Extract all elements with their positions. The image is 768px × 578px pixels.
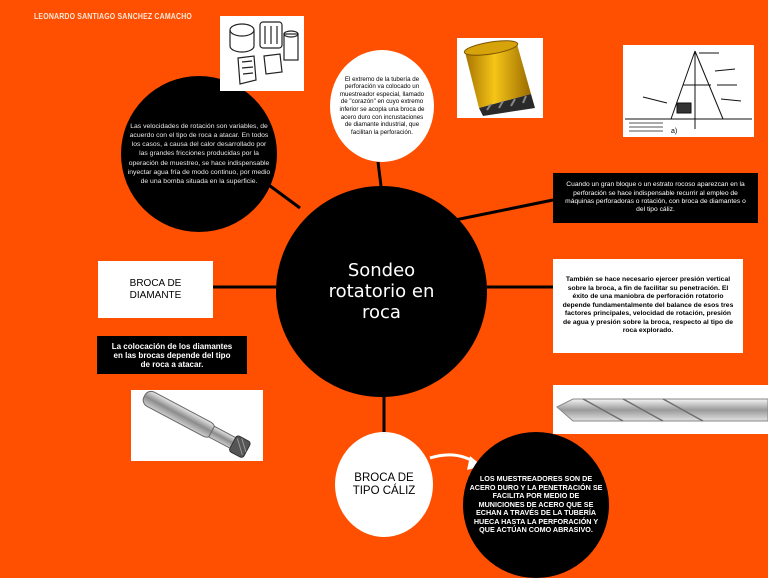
diamond-note: La colocación de los diamantes en las br… — [111, 342, 233, 369]
caliz-bit-node: BROCA DE TIPO CÁLIZ — [335, 432, 433, 537]
block-text: Cuando un gran bloque o un estrato rocos… — [561, 181, 750, 215]
block-note-box: Cuando un gran bloque o un estrato rocos… — [553, 173, 758, 223]
diamond-note-box: La colocación de los diamantes en las br… — [97, 336, 247, 374]
diamond-bit-label: BROCA DE DIAMANTE — [121, 278, 191, 302]
core-node: El extremo de la tubería de perforación … — [330, 50, 434, 162]
twist-drill-image — [553, 385, 768, 434]
caliz-note-text: LOS MUESTREADORES SON DE ACERO DURO Y LA… — [469, 475, 603, 535]
velocity-text: Las velocidades de rotación son variable… — [127, 122, 271, 186]
link-core — [378, 162, 381, 186]
diamond-bit-label-box: BROCA DE DIAMANTE — [98, 261, 213, 318]
link-block — [455, 200, 553, 220]
caliz-note-node: LOS MUESTREADORES SON DE ACERO DURO Y LA… — [463, 432, 609, 578]
core-text: El extremo de la tubería de perforación … — [338, 76, 426, 137]
central-topic-node: Sondeo rotatorio en roca — [276, 186, 487, 397]
pressure-note-box: También se hace necesario ejercer presió… — [553, 259, 743, 353]
velocity-node: Las velocidades de rotación son variable… — [121, 76, 277, 232]
rig-part-label: a) — [671, 128, 677, 135]
bit-parts-image — [220, 16, 304, 91]
drilling-rig-diagram: a) — [623, 45, 754, 137]
central-topic-title: Sondeo rotatorio en roca — [322, 260, 442, 323]
pressure-text: También se hace necesario ejercer presió… — [561, 276, 735, 336]
diamond-bit-image — [131, 390, 263, 461]
core-bit-image — [457, 38, 543, 118]
caliz-bit-label: BROCA DE TIPO CÁLIZ — [349, 472, 419, 498]
